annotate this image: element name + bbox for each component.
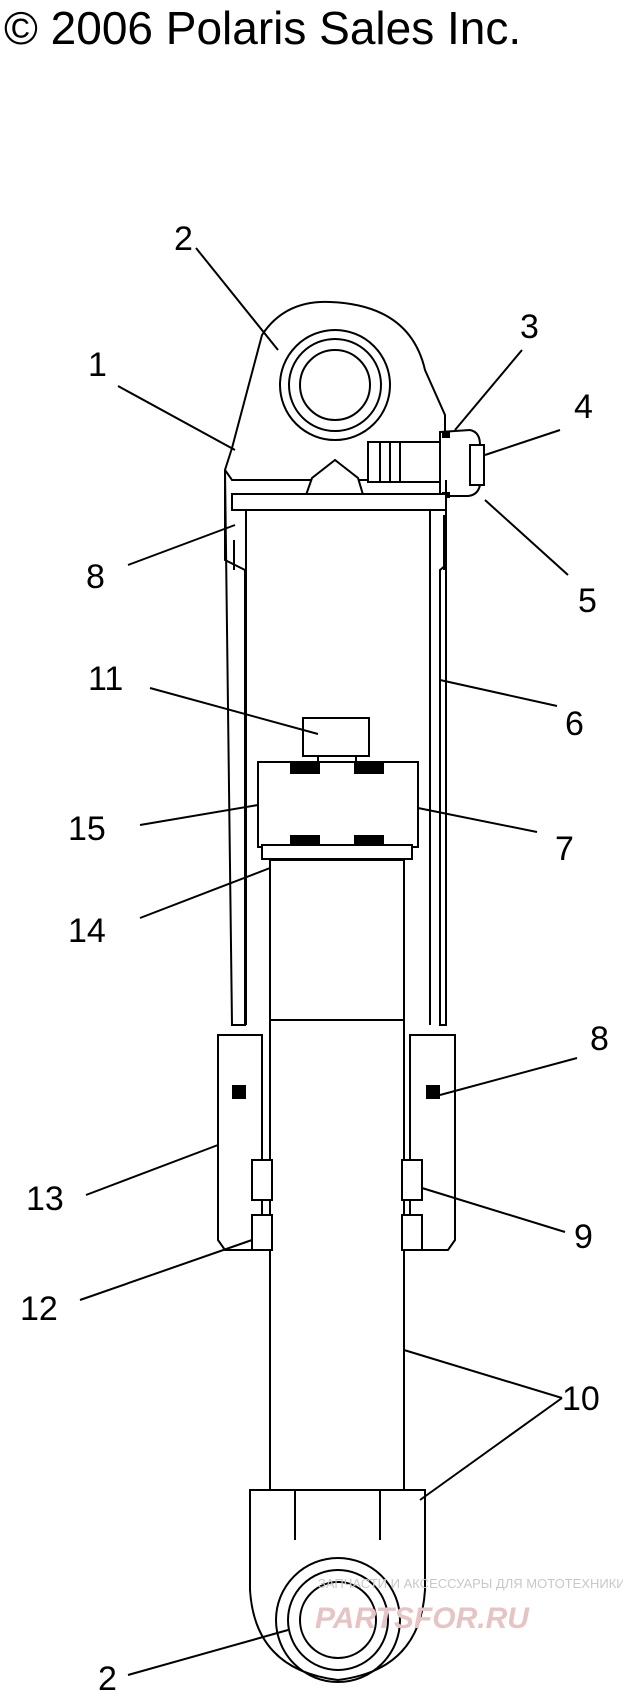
callout-4: 4 bbox=[574, 388, 593, 426]
callout-8-bottom: 8 bbox=[590, 1020, 609, 1058]
top-eye-mount bbox=[223, 300, 446, 481]
callout-8-top: 8 bbox=[86, 558, 105, 596]
leader-lines bbox=[79, 247, 578, 1676]
watermark-tagline: ЗАПЧАСТИ И АКСЕССУАРЫ ДЛЯ МОТОТЕХНИКИ bbox=[318, 1576, 623, 1591]
valve-assembly bbox=[303, 428, 485, 499]
callout-5: 5 bbox=[578, 582, 597, 620]
copyright-notice: © 2006 Polaris Sales Inc. bbox=[4, 2, 522, 54]
upper-body bbox=[224, 469, 447, 1026]
callout-6: 6 bbox=[565, 705, 584, 743]
callout-14: 14 bbox=[68, 912, 106, 950]
callout-12: 12 bbox=[20, 1290, 58, 1328]
callout-2-bottom: 2 bbox=[98, 1660, 117, 1692]
callout-1: 1 bbox=[88, 346, 107, 384]
watermark-logo: PARTSFOR.RU bbox=[315, 1602, 530, 1635]
callout-9: 9 bbox=[574, 1218, 593, 1256]
lower-shaft bbox=[217, 859, 456, 1491]
watermark: ЗАПЧАСТИ И АКСЕССУАРЫ ДЛЯ МОТОТЕХНИКИ PA… bbox=[315, 1576, 623, 1635]
callout-13: 13 bbox=[26, 1180, 64, 1218]
bottom-eye-mount bbox=[249, 1489, 426, 1683]
callout-11: 11 bbox=[88, 660, 123, 698]
callout-3: 3 bbox=[520, 308, 539, 346]
callout-15: 15 bbox=[68, 810, 106, 848]
callout-labels: 2 1 3 4 5 8 11 6 15 7 14 8 13 9 12 10 2 bbox=[20, 220, 609, 1692]
callout-2-top: 2 bbox=[174, 220, 193, 258]
callout-10: 10 bbox=[562, 1380, 600, 1418]
callout-7: 7 bbox=[555, 830, 574, 868]
